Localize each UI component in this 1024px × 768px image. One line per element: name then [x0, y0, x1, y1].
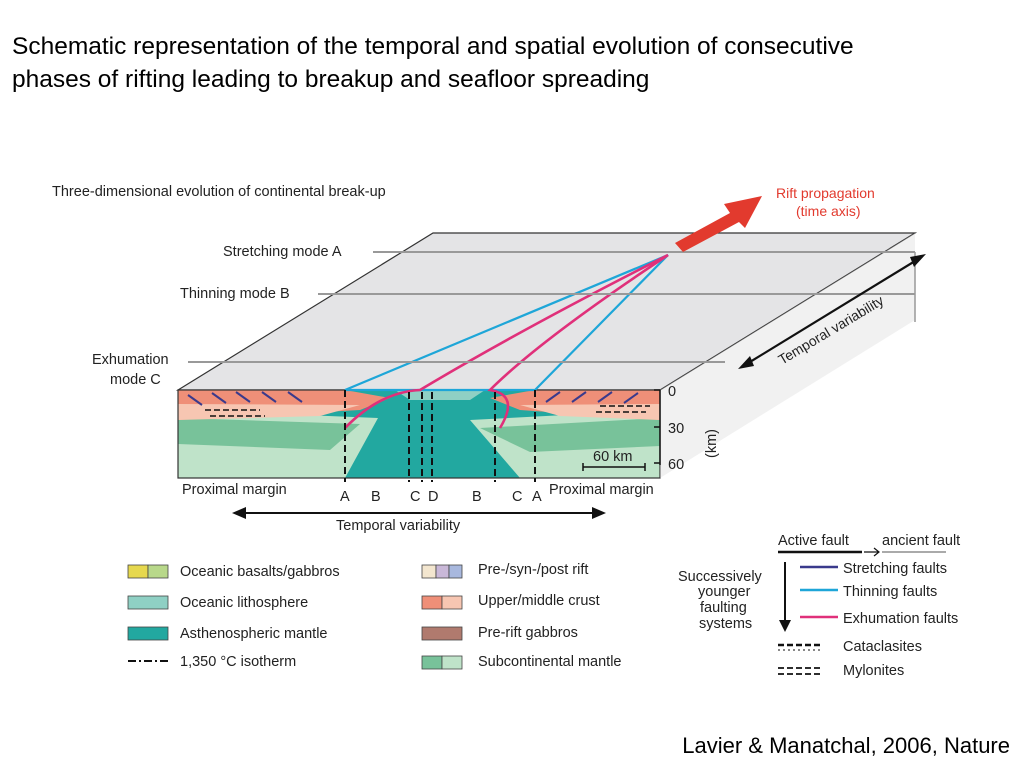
- stretching-mode-label: Stretching mode A: [223, 244, 342, 260]
- temporal-arrowhead-diag-2: [910, 254, 926, 267]
- section-letter-a-right: A: [532, 489, 542, 505]
- legend-swatch-mantle-a: [421, 655, 443, 670]
- section-mantle-dark-right: [480, 418, 660, 452]
- section-letters: A B C D B C A: [340, 489, 542, 505]
- depth-tick-30: 30: [668, 421, 684, 437]
- exhumation-fault-right: [487, 253, 669, 429]
- legend-label-oceanic-lithosphere: Oceanic lithosphere: [180, 595, 308, 611]
- legend-label-mantle: Subcontinental mantle: [478, 654, 622, 670]
- legend-swatch-oceanic-lithosphere: [127, 595, 169, 610]
- slide-title-line-2: phases of rifting leading to breakup and…: [12, 66, 650, 93]
- section-letter-c-left: C: [410, 489, 420, 505]
- legend-swatch-oceanic-basalts-a: [127, 564, 149, 579]
- legend-label-oceanic-basalts: Oceanic basalts/gabbros: [180, 564, 340, 580]
- legend-label-rift: Pre-/syn-/post rift: [478, 562, 588, 578]
- legend-swatch-rift-b: [435, 564, 450, 579]
- slide-title: Schematic representation of the temporal…: [12, 30, 1012, 96]
- legend-label-mylonites: Mylonites: [843, 663, 904, 679]
- section-ocean-center: [395, 390, 485, 400]
- legend-label-cataclasites: Cataclasites: [843, 639, 922, 655]
- rift-propagation-arrow: [675, 196, 762, 252]
- legend-right: Active fault ancient fault Successively …: [678, 533, 960, 679]
- legend-swatch-crust-a: [421, 595, 443, 610]
- legend-successively-1: Successively: [678, 569, 763, 585]
- section-mantle-dark: [178, 418, 360, 450]
- temporal-variability-diagonal-arrow: [744, 257, 921, 366]
- mylonites-left: [205, 409, 265, 417]
- legend-label-asthenospheric-mantle: Asthenospheric mantle: [180, 626, 328, 642]
- legend-label-isotherm: 1,350 °C isotherm: [180, 654, 296, 670]
- section-dividers: [344, 390, 536, 482]
- rift-propagation-label-2: (time axis): [796, 203, 861, 219]
- exhumation-mode-label-2: mode C: [110, 372, 161, 388]
- legend-swatch-mantle-b: [441, 655, 463, 670]
- stretching-faults-left: [187, 391, 303, 406]
- legend-swatch-rift-a: [421, 564, 437, 579]
- legend-ancient-fault: ancient fault: [882, 533, 960, 549]
- legend-label-exhumation: Exhumation faults: [843, 611, 958, 627]
- legend-younger-arrowhead: [779, 620, 791, 632]
- legend-left: Oceanic basalts/gabbros Oceanic lithosph…: [127, 564, 340, 670]
- legend-label-gabbros: Pre-rift gabbros: [478, 625, 578, 641]
- legend-successively-4: systems: [699, 616, 752, 632]
- temporal-arrowhead-right: [592, 507, 606, 519]
- temporal-arrowhead-diag-1: [738, 356, 754, 369]
- legend-swatch-gabbros: [421, 626, 463, 641]
- thinning-fault-outline: [344, 253, 669, 392]
- scale-bar-label: 60 km: [593, 449, 633, 465]
- depth-unit: (km): [704, 429, 720, 458]
- exhumation-fault-left: [344, 253, 669, 429]
- thinning-mode-label: Thinning mode B: [180, 286, 290, 302]
- legend-swatch-rift-c: [448, 564, 463, 579]
- section-letter-d: D: [428, 489, 438, 505]
- cross-section: [177, 389, 661, 479]
- temporal-variability-horizontal-label: Temporal variability: [336, 518, 461, 534]
- stretching-faults-right: [545, 391, 639, 404]
- legend-active-fault: Active fault: [778, 533, 849, 549]
- mylonites-right: [596, 405, 650, 413]
- legend-fault-transition-arrow: [864, 547, 880, 557]
- legend-successively-2: younger: [698, 584, 751, 600]
- depth-tick-60: 60: [668, 457, 684, 473]
- proximal-margin-right: Proximal margin: [549, 482, 654, 498]
- depth-axis-ticks: [654, 389, 660, 464]
- legend-label-thinning: Thinning faults: [843, 584, 937, 600]
- legend-swatch-crust-b: [441, 595, 463, 610]
- proximal-margin-left: Proximal margin: [182, 482, 287, 498]
- scale-bar: [582, 463, 646, 471]
- section-letter-a-left: A: [340, 489, 350, 505]
- legend-swatch-oceanic-basalts-b: [147, 564, 169, 579]
- temporal-arrowhead-left: [232, 507, 246, 519]
- legend-successively-3: faulting: [700, 600, 747, 616]
- legend-mylonites-swatch: [778, 667, 822, 675]
- citation: Lavier & Manatchal, 2006, Nature: [682, 733, 1010, 758]
- section-crust-light-right: [520, 404, 660, 420]
- section-letter-b-right: B: [472, 489, 482, 505]
- section-letter-c-right: C: [512, 489, 522, 505]
- legend-swatch-asthenospheric-mantle: [127, 626, 169, 641]
- legend-middle: Pre-/syn-/post rift Upper/middle crust P…: [421, 562, 622, 670]
- section-letter-b-left: B: [371, 489, 381, 505]
- figure-title: Three-dimensional evolution of continent…: [52, 184, 386, 200]
- exhumation-mode-label-1: Exhumation: [92, 352, 169, 368]
- slide-title-line-1: Schematic representation of the temporal…: [12, 33, 854, 60]
- legend-label-crust: Upper/middle crust: [478, 593, 600, 609]
- legend-label-stretching: Stretching faults: [843, 561, 947, 577]
- depth-tick-0: 0: [668, 384, 676, 400]
- rift-propagation-label-1: Rift propagation: [776, 185, 875, 201]
